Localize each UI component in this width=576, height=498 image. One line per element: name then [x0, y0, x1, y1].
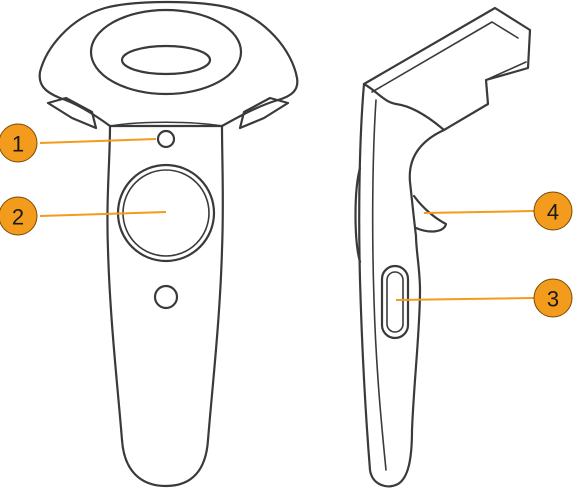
ring-left-notch — [46, 96, 98, 130]
callout-4-label: 4 — [547, 200, 559, 225]
controller-front-view — [38, 0, 299, 488]
ring-side-inner-edge — [485, 61, 527, 81]
callout-3-label: 3 — [547, 287, 559, 312]
system-button — [153, 284, 179, 310]
callout-2-badge — [0, 196, 38, 236]
callout-4: 4 — [423, 191, 573, 231]
callout-1-badge — [0, 123, 38, 163]
menu-button — [156, 129, 176, 149]
callout-3: 3 — [395, 278, 573, 318]
ring-inner-ellipse — [89, 8, 243, 96]
trigger — [412, 194, 448, 233]
callout-1-leader — [39, 138, 157, 144]
callout-3-leader — [395, 297, 535, 301]
handle-body-front — [106, 124, 224, 488]
handle-side-front-curve — [371, 99, 387, 471]
callout-2-leader — [39, 211, 167, 217]
callout-2-label: 2 — [12, 205, 24, 230]
grip-button — [380, 264, 410, 340]
side-grip-bump — [354, 166, 362, 264]
ring-right-notch — [238, 96, 290, 130]
ring-inner-opening — [120, 44, 212, 76]
tracking-ring-front — [38, 0, 299, 128]
tracking-ring-side — [362, 6, 532, 132]
controller-side-view — [354, 6, 532, 488]
callout-1-label: 1 — [12, 132, 24, 157]
ring-side-top-edge — [371, 21, 519, 93]
callout-4-leader — [423, 210, 535, 214]
handle-seam-line — [109, 121, 223, 127]
callout-1: 1 — [0, 123, 157, 163]
callout-2: 2 — [0, 196, 167, 236]
handle-body-side — [358, 82, 446, 488]
grip-button-inner — [386, 271, 404, 333]
callout-4-badge — [533, 191, 573, 231]
callout-3-badge — [533, 278, 573, 318]
